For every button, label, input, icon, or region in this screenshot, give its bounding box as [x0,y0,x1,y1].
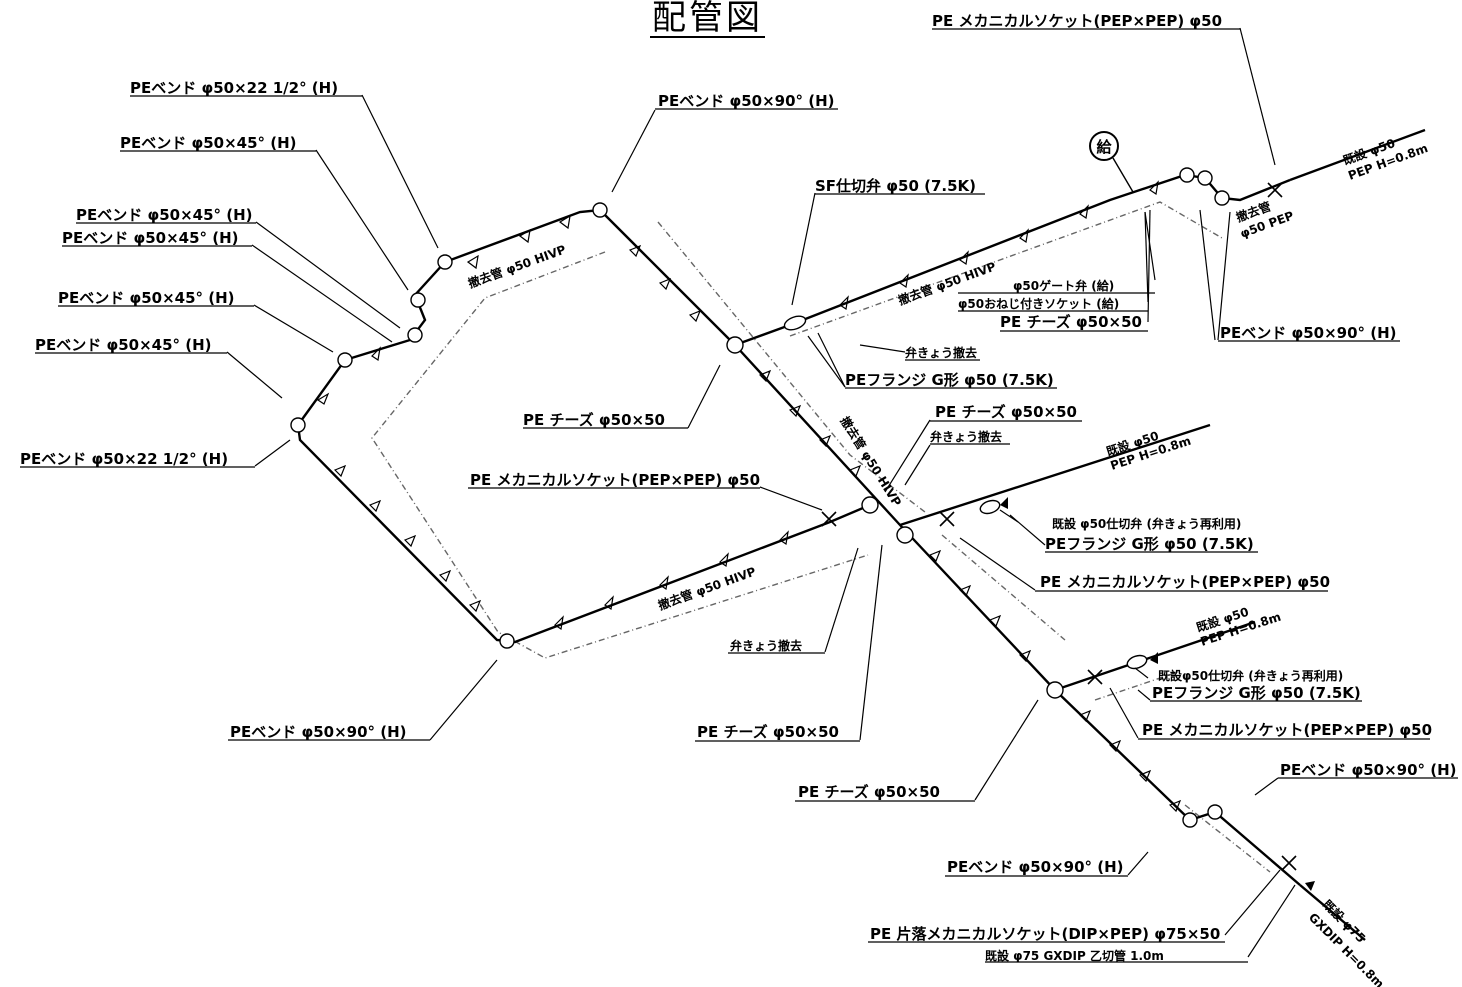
label-tees-left: PE チーズ φ50×50 [523,411,665,429]
label-exist-gxdip: 既設 φ75 GXDIP 乙切管 1.0m [985,948,1164,963]
bend-fitting [1179,167,1195,183]
service-symbol-text: 給 [1096,138,1112,156]
tee-fitting [861,496,879,514]
bend-fitting [1207,804,1223,820]
label-bend-90-bottom: PEベンド φ50×90° (H) [947,858,1124,876]
bend-fitting [290,417,306,433]
leader-lines [226,27,1296,958]
tee-fitting [896,526,914,544]
bend-fitting [1182,812,1198,828]
label-gate-valve-kyu: φ50ゲート弁 (給) [1013,278,1114,293]
label-bend-90-right-top: PEベンド φ50×90° (H) [1220,324,1397,342]
label-bend-22-top: PEベンド φ50×22 1/2° (H) [130,79,338,97]
label-tees-top: PE チーズ φ50×50 [1000,313,1142,331]
bend-fitting [407,327,423,343]
label-flange-g-2: PEフランジ G形 φ50 (7.5K) [1045,535,1254,553]
label-bend-45-b: PEベンド φ50×45° (H) [76,206,253,224]
label-sf-valve: SF仕切弁 φ50 (7.5K) [815,177,976,195]
bend-fitting [592,202,608,218]
tee-fitting [726,336,744,354]
label-bend-22-left: PEベンド φ50×22 1/2° (H) [20,450,228,468]
label-mech-socket-low: PE メカニカルソケット(PEP×PEP) φ50 [1142,721,1432,739]
label-dip-socket: PE 片落メカニカルソケット(DIP×PEP) φ75×50 [870,925,1220,943]
label-remove-hivp-lower: 撤去管 φ50 HIVP [656,563,758,612]
label-valve-box-remove-2: 弁きょう撤去 [930,429,1002,444]
label-exist-valve-low: 既設φ50仕切弁 (弁きょう再利用) [1158,668,1343,683]
label-exist-valve-mid: 既設 φ50仕切弁 (弁きょう再利用) [1052,516,1241,531]
label-valve-box-remove-1: 弁きょう撤去 [905,345,977,360]
removed-pipe-lines [371,201,1271,873]
bend-fitting [1214,190,1230,206]
mechanical-socket-marks [821,182,1297,871]
label-tees-bottom: PE チーズ φ50×50 [697,723,839,741]
label-bend-45-d: PEベンド φ50×45° (H) [58,289,235,307]
label-valve-box-remove-3: 弁きょう撤去 [730,638,802,653]
sf-gate-valve [783,315,807,331]
new-pe-pipes [296,128,1426,941]
label-tees-bottom2: PE チーズ φ50×50 [798,783,940,801]
label-bend-90-bottom-left: PEベンド φ50×90° (H) [230,723,407,741]
label-bend-45-c: PEベンド φ50×45° (H) [62,229,239,247]
labels: PE メカニカルソケット(PEP×PEP) φ50 PEベンド φ50×22 1… [20,12,1458,987]
label-mech-socket-top: PE メカニカルソケット(PEP×PEP) φ50 [932,12,1222,30]
drawing-title: 配管図 [650,0,765,38]
existing-gate-valve [1126,654,1148,670]
label-mech-socket-mid2: PE メカニカルソケット(PEP×PEP) φ50 [1040,573,1330,591]
label-bend-45-e: PEベンド φ50×45° (H) [35,336,212,354]
tee-fitting [1046,681,1064,699]
label-flange-g-1: PEフランジ G形 φ50 (7.5K) [845,371,1054,389]
label-bend-90-right-low: PEベンド φ50×90° (H) [1280,761,1457,779]
bend-fitting [410,292,426,308]
label-tees-center-up: PE チーズ φ50×50 [935,403,1077,421]
fusion-marks [316,180,1182,813]
label-flange-g-3: PEフランジ G形 φ50 (7.5K) [1152,684,1361,702]
label-mech-socket-mid: PE メカニカルソケット(PEP×PEP) φ50 [470,471,760,489]
existing-gate-valve [979,499,1001,515]
bend-fitting [1197,170,1213,186]
label-bend-45-a: PEベンド φ50×45° (H) [120,134,297,152]
label-bend-90-top: PEベンド φ50×90° (H) [658,92,835,110]
bend-fitting [437,254,453,270]
service-connection-icon [1089,131,1119,161]
label-socket-kyu: φ50おねじ付きソケット (給) [958,296,1119,311]
bend-fitting [499,633,515,649]
fittings: 給 [290,131,1315,891]
bend-fitting [337,352,353,368]
